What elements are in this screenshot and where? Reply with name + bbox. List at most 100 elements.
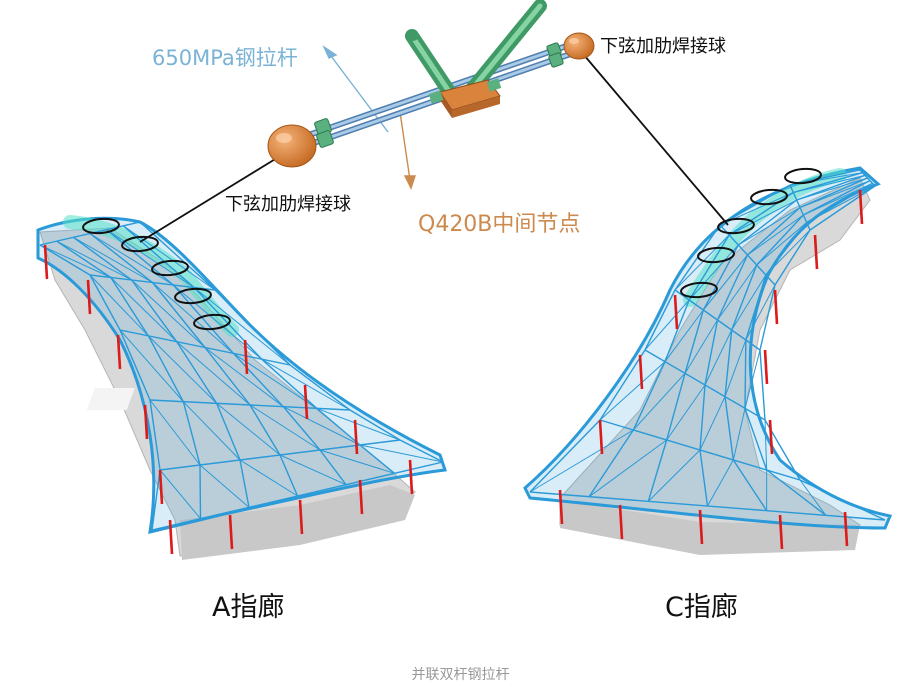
truss-diagonal [599, 361, 666, 421]
truss-diagonal [674, 234, 730, 291]
truss-chord [716, 254, 749, 321]
column [298, 499, 304, 535]
column [778, 514, 784, 550]
truss-chord [72, 236, 133, 281]
truss-chord [110, 277, 149, 337]
truss-chord [316, 407, 361, 446]
truss-chord [249, 404, 281, 456]
column [243, 339, 249, 375]
truss-chord [176, 341, 218, 404]
truss-diagonal [182, 401, 241, 461]
truss-diagonal [89, 233, 174, 286]
truss-diagonal [765, 229, 811, 276]
truss-diagonal [728, 199, 797, 236]
truss-diagonal [644, 299, 690, 351]
truss-chord [39, 244, 91, 276]
truss-diagonal [724, 339, 747, 397]
middle-node-plate [428, 78, 502, 118]
truss-chord [803, 180, 871, 216]
truss-chord [684, 309, 705, 374]
truss-chord [204, 347, 251, 406]
label-650mpa-tie-rod: 650MPa钢拉杆 [152, 46, 298, 70]
truss-diagonal [131, 279, 206, 348]
truss-chord [199, 464, 202, 519]
truss-diagonal [106, 229, 195, 288]
truss-diagonal [588, 439, 667, 498]
truss-chord [122, 225, 195, 289]
leader-line-left-ball [139, 149, 291, 243]
truss-diagonal [199, 464, 250, 508]
label-left-welded-ball: 下弦加肋焊接球 [225, 194, 351, 215]
truss-chord [119, 329, 151, 401]
column [158, 469, 164, 505]
truss-chord [239, 459, 250, 508]
truss-chord [647, 439, 668, 502]
corridor-c-truss [523, 166, 893, 530]
truss-chord [632, 361, 666, 431]
label-corridor-a: A指廊 [212, 592, 285, 623]
truss-diagonal [744, 349, 761, 409]
truss-chord [261, 358, 318, 409]
truss-chord [745, 274, 767, 341]
column [86, 279, 92, 315]
corridor-a-truss-grid [39, 221, 444, 531]
truss-rib [859, 169, 876, 187]
tie-rod-detail [139, 0, 729, 243]
truss-rib [789, 184, 811, 231]
column [558, 489, 564, 525]
truss-diagonal [39, 244, 112, 278]
truss-chord [699, 384, 706, 451]
truss-chord [724, 396, 735, 461]
truss-diagonal [702, 254, 748, 311]
column [768, 419, 774, 455]
truss-chord [131, 279, 178, 343]
truss-chord [747, 206, 801, 256]
truss-diagonal [89, 274, 149, 337]
truss-chord [765, 222, 808, 276]
truss-chord [359, 444, 395, 474]
corridor-c-highlight-ellipses [680, 167, 822, 299]
column [673, 294, 679, 330]
truss-diagonal [359, 444, 444, 463]
column [773, 289, 779, 325]
column [813, 234, 819, 270]
corridor-c-highlight-strip [683, 168, 847, 307]
truss-diagonal [803, 182, 873, 216]
truss-chord [796, 174, 866, 201]
truss-diagonal [159, 469, 201, 519]
column [408, 459, 414, 495]
truss-chord [806, 182, 873, 224]
truss-chord [529, 419, 601, 493]
truss-diagonal [216, 402, 281, 456]
truss-chord [289, 364, 351, 411]
truss-chord [232, 352, 284, 408]
truss-diagonal [806, 185, 876, 223]
truss-chord [89, 232, 153, 284]
truss-diagonal [732, 408, 746, 461]
truss-rib [644, 349, 766, 421]
truss-diagonal [664, 309, 704, 362]
column [168, 519, 174, 555]
truss-diagonal [56, 240, 132, 281]
truss-diagonal [119, 329, 184, 402]
label-corridor-c: C指廊 [665, 592, 738, 623]
corridor-a-roof-void [86, 388, 135, 410]
truss-diagonal [738, 207, 801, 246]
truss-rib [529, 491, 886, 521]
right-rod-connectors [546, 42, 564, 68]
truss-chord [279, 454, 299, 497]
column [116, 334, 122, 370]
column [843, 511, 849, 547]
left-rod-connectors [314, 118, 334, 148]
truss-chord [809, 185, 876, 231]
truss-diagonal [684, 319, 718, 374]
right-welded-ball [563, 32, 595, 60]
truss-diagonal [745, 284, 776, 341]
truss-chord [147, 335, 184, 402]
arrow-node [399, 111, 416, 190]
column [303, 384, 309, 420]
corridor-a-model [36, 215, 448, 560]
truss-diagonal [704, 329, 733, 386]
truss-diagonal [110, 277, 178, 343]
